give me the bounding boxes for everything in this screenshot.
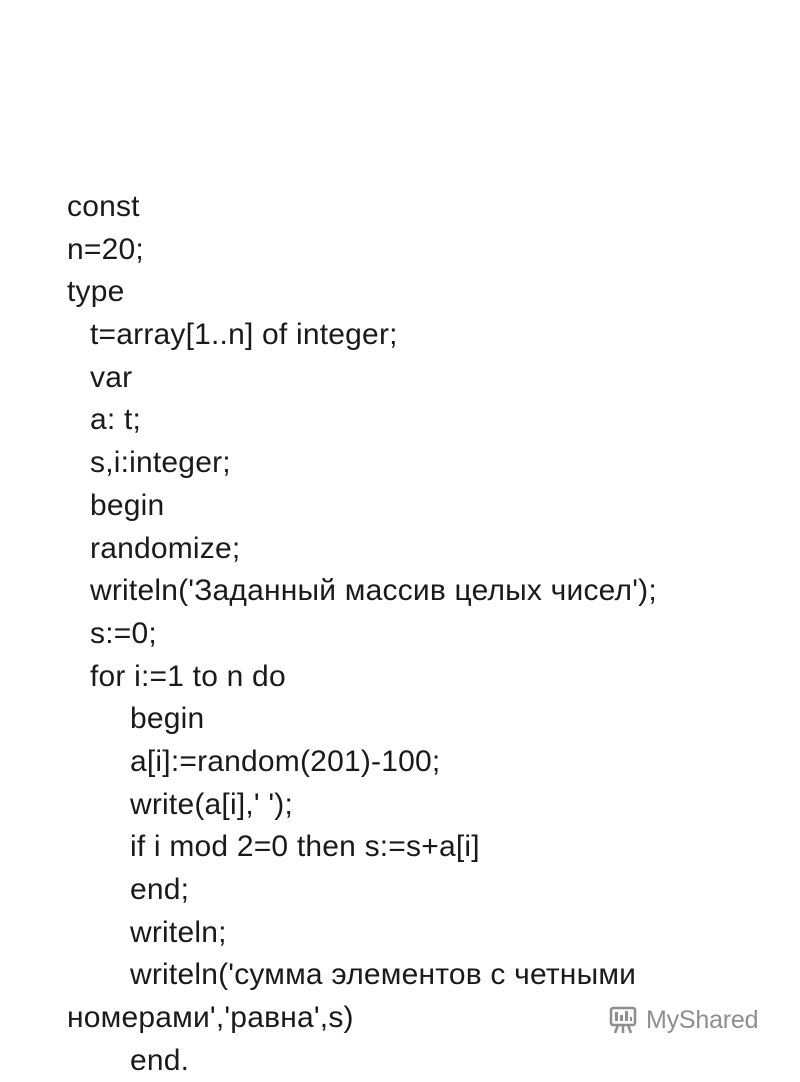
- myshared-logo-icon: [609, 1006, 637, 1034]
- code-line: begin: [130, 702, 205, 736]
- code-line: write(a[i],' ');: [130, 787, 293, 821]
- code-line: s:=0;: [90, 616, 157, 650]
- code-line: begin: [90, 488, 165, 522]
- watermark: MyShared: [606, 1000, 759, 1040]
- code-line: номерами','равна',s): [67, 1001, 354, 1035]
- code-block: const n=20; type t=array[1..n] of intege…: [0, 186, 800, 1082]
- code-line: type: [67, 275, 125, 309]
- code-line: writeln('сумма элементов с четными: [130, 958, 637, 992]
- code-line: end;: [130, 873, 190, 906]
- code-line: a[i]:=random(201)-100;: [130, 744, 441, 778]
- code-line: if i mod 2=0 then s:=s+a[i]: [130, 830, 480, 864]
- code-line: for i:=1 to n do: [90, 659, 286, 693]
- code-line: var: [90, 360, 133, 394]
- code-line: s,i:integer;: [90, 446, 231, 480]
- watermark-brand: MyShared: [646, 1005, 759, 1034]
- code-line: writeln;: [130, 915, 227, 949]
- code-line: const: [67, 190, 140, 223]
- code-line: n=20;: [67, 232, 144, 266]
- code-line: a: t;: [90, 403, 142, 437]
- code-line: randomize;: [90, 531, 241, 565]
- code-line: end.: [130, 1043, 190, 1077]
- code-line: writeln('Заданный массив целых чисел');: [90, 574, 657, 608]
- code-line: t=array[1..n] of integer;: [90, 318, 398, 352]
